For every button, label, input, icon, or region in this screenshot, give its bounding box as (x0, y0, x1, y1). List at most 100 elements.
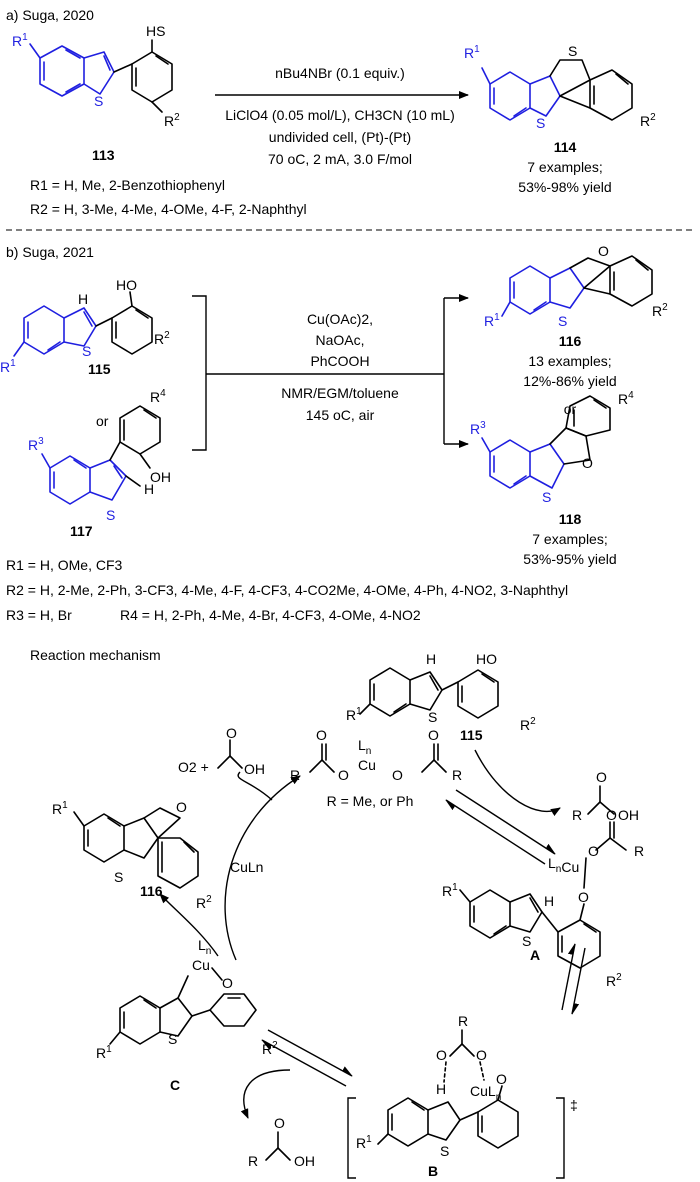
svg-text:O: O (222, 975, 233, 991)
svg-text:R1: R1 (356, 1134, 372, 1151)
section-a-header: a) Suga, 2020 (6, 7, 94, 23)
svg-text:O: O (436, 1047, 447, 1063)
reagent-b-4: NMR/EGM/toluene (281, 385, 399, 401)
svg-text:Ln: Ln (358, 737, 371, 757)
svg-text:S: S (568, 43, 577, 59)
svg-text:OH: OH (294, 1153, 315, 1169)
svg-text:LnCu: LnCu (548, 855, 579, 875)
mechanism-header: Reaction mechanism (30, 647, 161, 663)
reagent-b-5: 145 oC, air (306, 407, 375, 423)
svg-text:S: S (522, 933, 531, 949)
compound-118-structure (481, 395, 611, 489)
reagent-a-1: nBu4NBr (0.1 equiv.) (275, 65, 405, 81)
svg-text:O: O (606, 807, 617, 823)
svg-text:S: S (114, 869, 123, 885)
compound-116-label: 116 (559, 333, 582, 349)
svg-text:H: H (544, 893, 554, 909)
svg-text:O: O (274, 1115, 285, 1131)
ts-double-dagger: ‡ (570, 1097, 578, 1113)
intermediate-b-label: B (428, 1163, 438, 1179)
svg-text:R: R (248, 1153, 258, 1169)
svg-text:R1: R1 (484, 312, 500, 329)
svg-text:O: O (428, 727, 439, 743)
svg-text:R2: R2 (262, 1040, 278, 1057)
svg-text:HO: HO (116, 277, 137, 293)
cu-catalyst-caption: R = Me, or Ph (327, 793, 414, 809)
svg-text:R1: R1 (0, 358, 16, 375)
compound-113-label: 113 (92, 147, 115, 163)
mechanism-115-structure (359, 667, 499, 719)
compound-117-structure (41, 405, 161, 505)
svg-text:Ln: Ln (198, 937, 211, 957)
cul-regenerated-label: CuLn (230, 859, 263, 875)
compound-114-examples: 7 examples; (527, 159, 602, 175)
svg-text:R1: R1 (12, 32, 28, 49)
cu-carboxylate-catalyst (309, 743, 447, 773)
svg-text:O: O (496, 1071, 507, 1087)
svg-text:S: S (542, 489, 551, 505)
intermediate-a-structure (459, 821, 627, 969)
ts-bracket-left (347, 1097, 356, 1179)
mechanism-116-label: 116 (140, 883, 163, 899)
r1-definition-a: R1 = H, Me, 2-Benzothiophenyl (30, 177, 225, 193)
svg-text:R2: R2 (652, 302, 668, 319)
svg-text:O: O (582, 455, 593, 471)
svg-text:S: S (558, 313, 567, 329)
svg-text:R3: R3 (28, 436, 44, 453)
svg-text:R: R (458, 1013, 468, 1029)
svg-text:R4: R4 (150, 388, 166, 405)
svg-text:R3: R3 (470, 420, 486, 437)
svg-text:S: S (106, 507, 115, 523)
svg-text:O: O (596, 769, 607, 785)
svg-text:S: S (428, 709, 437, 725)
svg-text:OH: OH (150, 469, 171, 485)
r3-definition-b: R3 = H, Br (6, 607, 72, 623)
reagent-b-3: PhCOOH (310, 353, 369, 369)
svg-text:OH: OH (618, 807, 639, 823)
compound-116-structure (501, 255, 653, 317)
svg-text:HO: HO (476, 651, 497, 667)
svg-text:O: O (588, 843, 599, 859)
compound-113-structure (29, 39, 173, 113)
svg-text:O: O (578, 889, 589, 905)
svg-text:O: O (176, 799, 187, 815)
svg-text:R1: R1 (52, 800, 68, 817)
compound-114-label: 114 (554, 139, 577, 155)
reagent-a-3: undivided cell, (Pt)-(Pt) (269, 129, 411, 145)
o2-label: O2 + (178, 759, 209, 775)
cycle-arrow-left (224, 775, 301, 961)
svg-text:R1: R1 (464, 44, 480, 61)
svg-text:S: S (440, 1143, 449, 1159)
compound-118-label: 118 (559, 511, 582, 527)
svg-text:O: O (476, 1047, 487, 1063)
svg-text:O: O (598, 243, 609, 259)
reagent-a-4: 70 oC, 2 mA, 3.0 F/mol (268, 151, 412, 167)
svg-text:R: R (290, 767, 300, 783)
svg-text:R: R (572, 807, 582, 823)
reagent-b-2: NaOAc, (315, 332, 364, 348)
mechanism-115-label: 115 (460, 727, 483, 743)
svg-text:H: H (426, 651, 436, 667)
svg-text:R1: R1 (442, 882, 458, 899)
svg-text:R2: R2 (196, 894, 212, 911)
or-left: or (96, 413, 109, 429)
svg-text:O: O (226, 725, 237, 741)
svg-text:Cu: Cu (192, 957, 210, 973)
intermediate-a-label: A (530, 947, 540, 963)
svg-text:O: O (338, 767, 349, 783)
svg-text:S: S (168, 1031, 177, 1047)
svg-text:R: R (452, 767, 462, 783)
intermediate-c-label: C (170, 1077, 180, 1093)
intermediate-c-structure (109, 967, 257, 1045)
svg-text:R: R (634, 843, 644, 859)
svg-text:H: H (436, 1081, 446, 1097)
intermediate-b-structure (377, 1029, 519, 1149)
svg-text:R4: R4 (618, 390, 634, 407)
mechanism-116-structure (73, 807, 199, 889)
svg-text:S: S (536, 115, 545, 131)
compound-118-examples: 7 examples; (532, 531, 607, 547)
svg-text:R2: R2 (640, 112, 656, 129)
r2-definition-b: R2 = H, 2-Me, 2-Ph, 3-CF3, 4-Me, 4-F, 4-… (6, 582, 568, 598)
svg-text:R2: R2 (606, 972, 622, 989)
